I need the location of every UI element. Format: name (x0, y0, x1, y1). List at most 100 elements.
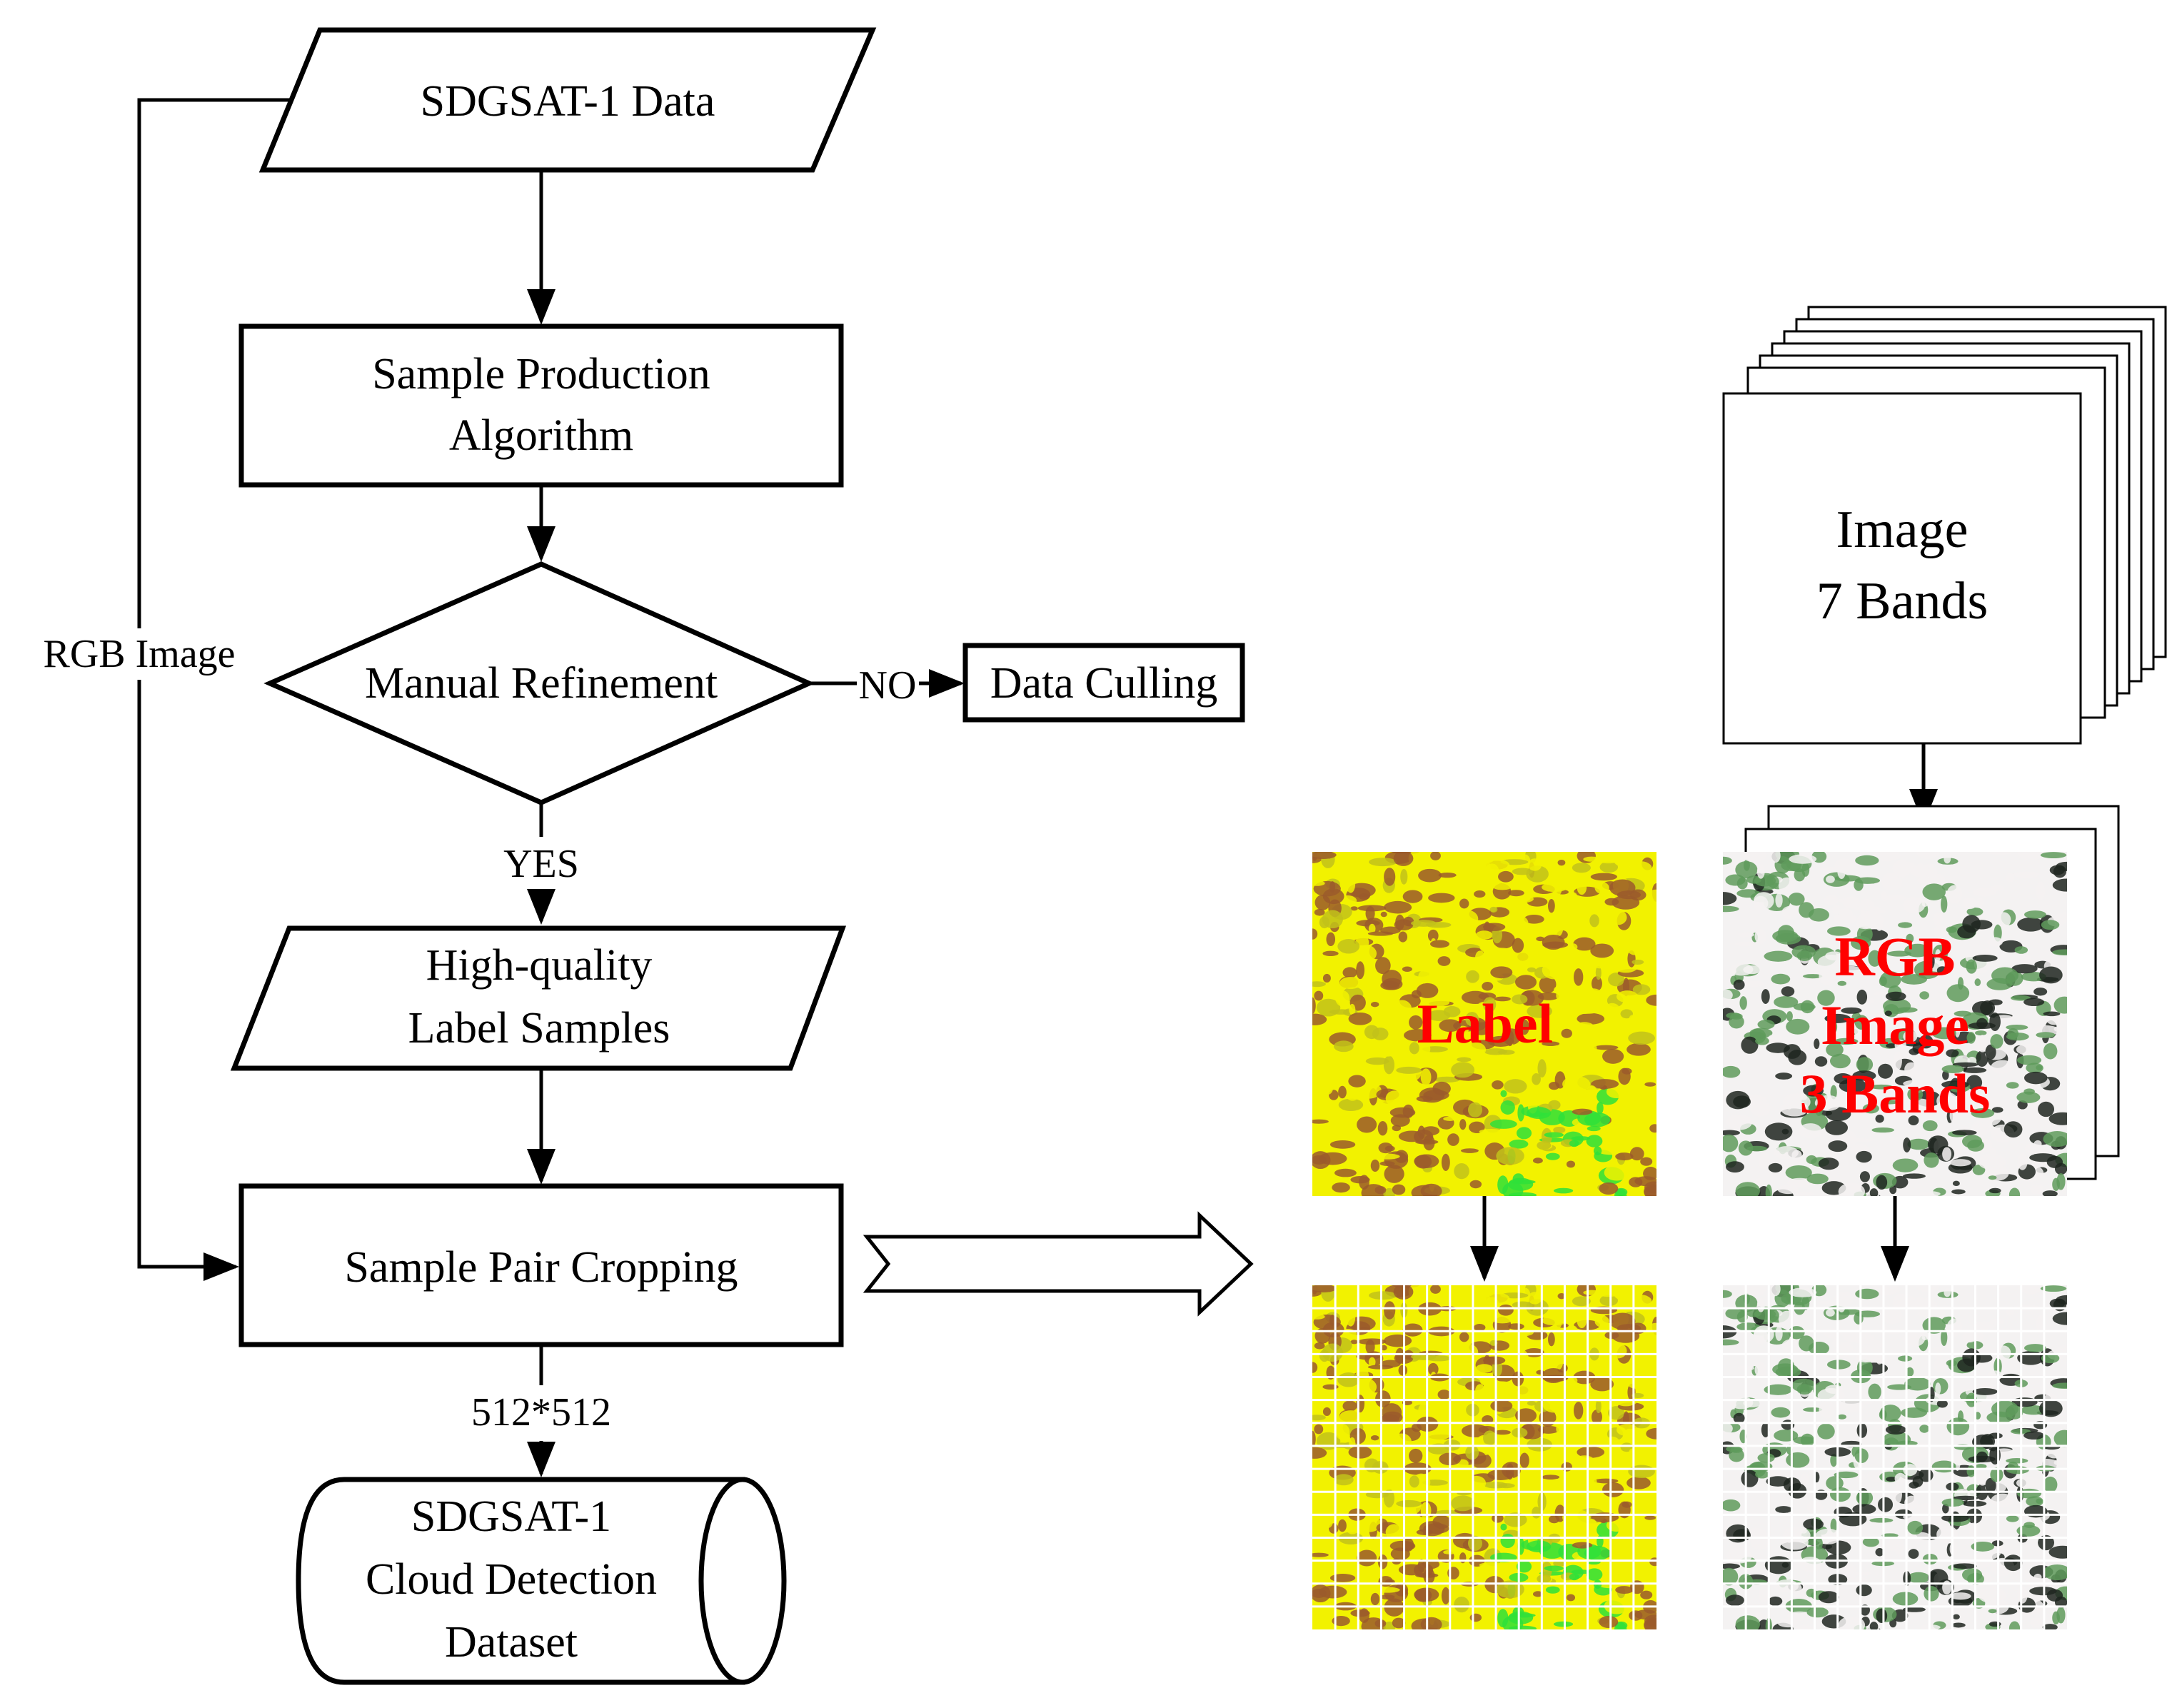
rgb-texture-speck (1957, 925, 1976, 939)
rgb-texture-speck (1775, 893, 1783, 908)
rgb-texture-speck (1824, 1013, 1851, 1023)
rgb-texture-speck (2048, 1545, 2067, 1559)
label-texture-speck (1519, 1019, 1529, 1035)
label-texture-speck (1527, 1004, 1552, 1018)
rgb-texture-speck (1733, 979, 1745, 990)
label-texture-speck (1355, 1378, 1377, 1396)
label-texture-speck (1338, 1085, 1347, 1099)
label-texture-speck (1384, 1165, 1404, 1183)
rgb-texture-speck (1971, 1542, 1995, 1552)
label-texture-speck (1594, 882, 1609, 894)
rgb-texture-speck (1976, 1330, 1984, 1341)
label-texture-speck (1609, 1312, 1636, 1330)
rgb-texture-speck (1946, 1417, 1970, 1436)
rgb-texture-speck (1723, 1065, 1741, 1078)
rgb-texture-speck (1791, 1150, 1802, 1161)
label-texture-speck (1542, 1041, 1560, 1046)
rgb-texture-speck (1781, 905, 1800, 920)
label-texture-speck (1430, 1285, 1441, 1294)
label-texture-speck (1494, 1430, 1511, 1435)
rgb-texture-speck (1990, 1467, 2003, 1482)
label-texture-speck (1394, 1150, 1409, 1163)
label-texture-speck (1594, 1315, 1609, 1327)
label-texture-speck (1483, 1430, 1497, 1446)
rgb-texture-speck (1764, 950, 1793, 962)
label-texture-speck (1572, 1599, 1597, 1604)
label-texture-speck (1312, 1362, 1318, 1373)
rgb-texture-speck (1729, 1015, 1744, 1029)
rgb-texture-speck (1806, 1173, 1829, 1185)
rgb-texture-speck (2033, 1140, 2042, 1147)
label-texture-speck (1583, 856, 1601, 862)
label-texture-speck (1355, 1515, 1382, 1532)
label-texture-speck (1409, 1475, 1419, 1488)
rgb-texture-speck (1738, 1140, 1754, 1156)
label-texture-speck (1332, 1615, 1350, 1627)
rgb-texture-speck (1936, 1092, 1959, 1110)
rgb-texture-speck (1786, 1177, 1813, 1188)
label-texture-speck (1384, 1334, 1412, 1347)
rgb-texture-speck (1803, 1518, 1824, 1530)
label-texture-speck (1579, 1423, 1604, 1438)
rgb-texture-speck (1741, 1036, 1759, 1054)
rgb-texture-speck (2018, 1285, 2043, 1295)
rgb-texture-speck (1849, 1137, 1873, 1143)
label-texture-speck (1409, 1042, 1419, 1055)
label-texture-speck (1334, 1474, 1354, 1486)
label-texture-speck (1579, 990, 1604, 1005)
label-texture-speck (1322, 1407, 1331, 1417)
rgb-texture-speck (1949, 1541, 1958, 1557)
rgb-texture-speck (1726, 1114, 1753, 1130)
label-texture-speck (1625, 938, 1646, 955)
rgb-texture-speck (2029, 1617, 2044, 1628)
rgb-texture-speck (1881, 1100, 1899, 1105)
label-texture-speck (1622, 858, 1641, 867)
label-texture-speck (1483, 997, 1497, 1013)
rgb-texture-speck (2039, 966, 2063, 984)
label-texture-speck (1444, 1033, 1455, 1040)
label-texture-speck (1584, 1112, 1611, 1127)
label-texture-speck (1414, 1154, 1439, 1168)
label-texture-speck (1640, 1451, 1651, 1462)
label-texture-speck (1640, 1157, 1653, 1166)
label-texture-speck (1437, 1401, 1448, 1407)
rgb-texture-speck (1974, 1464, 1987, 1470)
label-texture-speck (1503, 1347, 1529, 1366)
rgb-texture-speck (1851, 935, 1871, 950)
rgb-texture-speck (2018, 852, 2043, 861)
label-texture-speck (1517, 1104, 1524, 1122)
rgb-texture-speck (2048, 1112, 2067, 1125)
label-texture-speck (1490, 1400, 1513, 1412)
rgb-texture-speck (2023, 998, 2045, 1006)
rgb-texture-speck (1902, 1607, 1926, 1612)
label-texture-speck (1312, 1552, 1329, 1557)
rgb-texture-speck (2016, 1043, 2043, 1056)
label-texture-speck (1614, 1621, 1628, 1629)
label-texture-speck (1539, 975, 1557, 993)
label-texture-speck (1552, 1090, 1577, 1098)
sample-production-line-1: Sample Production (372, 350, 710, 398)
label-texture-speck (1424, 998, 1450, 1007)
label-texture-speck (1524, 915, 1544, 924)
rgb-texture-speck (1951, 1622, 1966, 1628)
rgb-texture-speck (1764, 1384, 1793, 1395)
rgb-texture-speck (1856, 1422, 1868, 1438)
label-texture-speck (1554, 875, 1578, 881)
label-texture-speck (1504, 1079, 1527, 1094)
label-texture-speck (1454, 1596, 1469, 1613)
label-texture-speck (1604, 898, 1619, 906)
rgb-texture-speck (1786, 1011, 1793, 1022)
rgb-texture-speck (1879, 976, 1887, 987)
rgb-texture-speck (1886, 1043, 1897, 1048)
rgb-texture-speck (2054, 1162, 2067, 1175)
label-texture-speck (1497, 1175, 1509, 1195)
rgb-texture-speck (1972, 888, 1996, 897)
rgb-texture-speck (1856, 1150, 1872, 1163)
label-texture-speck (1459, 1332, 1469, 1342)
rgb-texture-speck (1875, 1548, 1884, 1557)
rgb-texture-speck (1935, 1382, 1941, 1395)
rgb-texture-speck (1854, 1310, 1881, 1317)
rgb-texture-speck (1902, 896, 1926, 914)
rgb-texture-speck (2017, 917, 2044, 932)
label-texture-speck (1482, 1356, 1506, 1365)
